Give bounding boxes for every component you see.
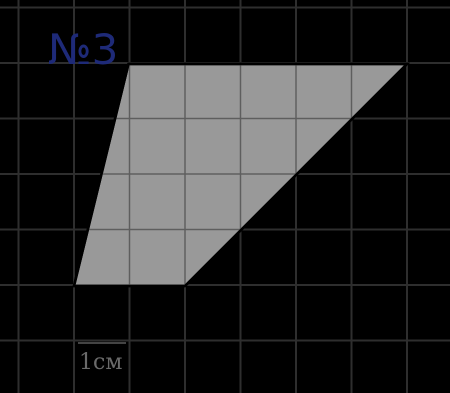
trapezoid-outline <box>72 62 411 288</box>
scale-label: 1см <box>79 350 122 375</box>
scale-marker: 1см <box>78 342 126 375</box>
problem-number-label: №3 <box>48 25 118 74</box>
